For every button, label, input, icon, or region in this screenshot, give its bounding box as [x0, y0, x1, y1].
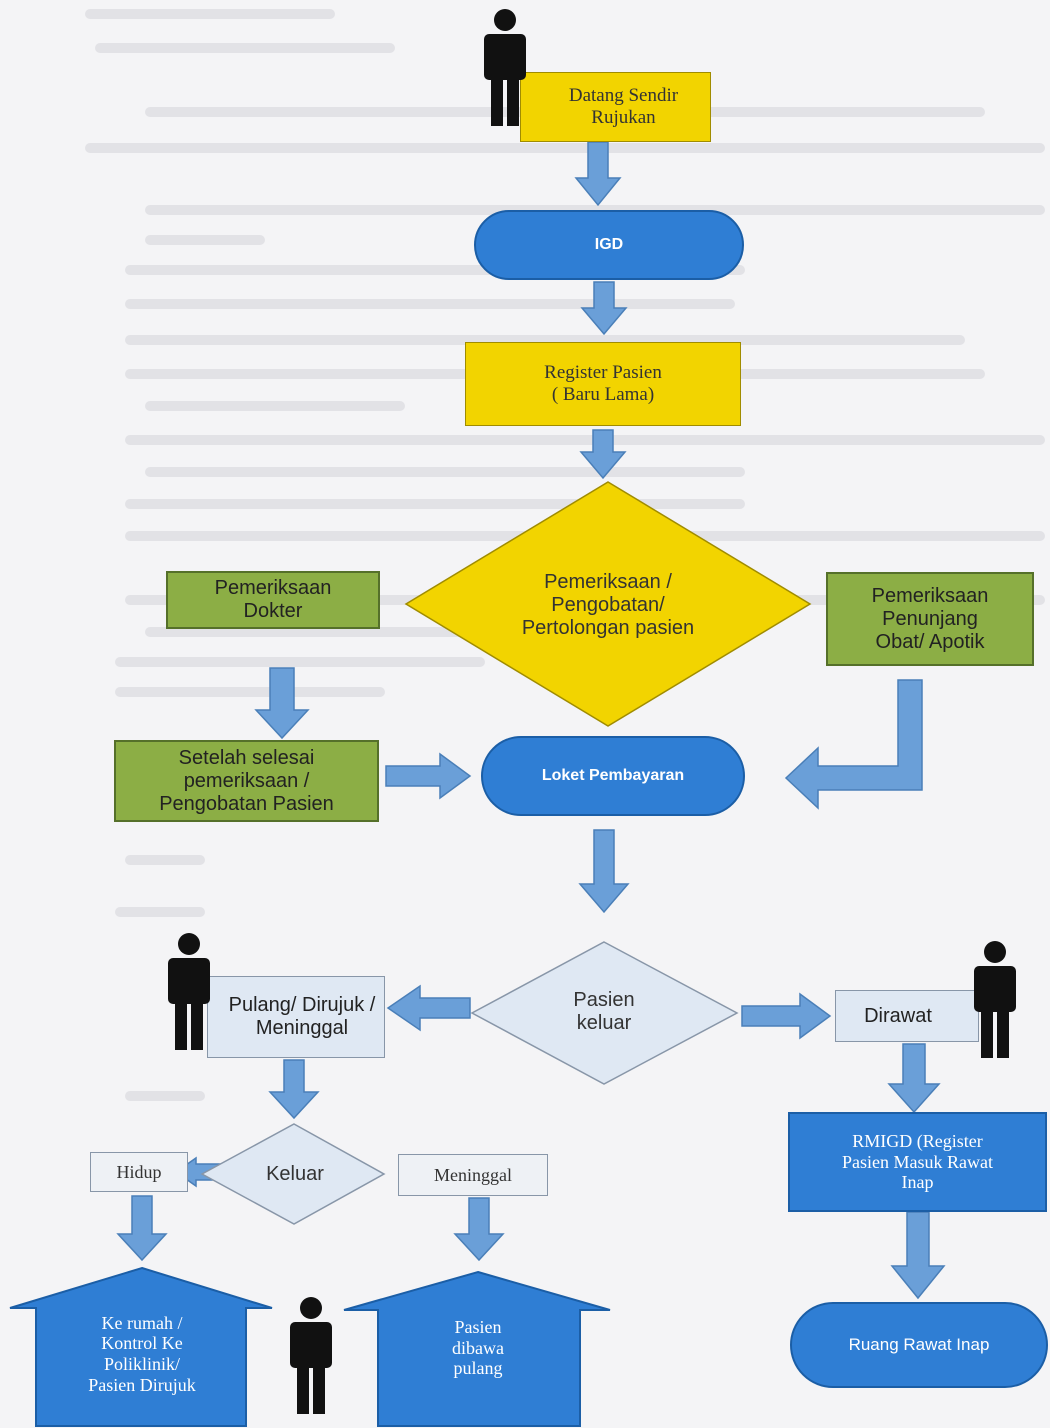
inpatient-room-node: Ruang Rawat Inap — [790, 1302, 1048, 1388]
arrow-hidup-to-home — [116, 1195, 168, 1262]
start-node: Datang Sendir Rujukan — [520, 72, 711, 142]
arrow-doctor-to-after-exam — [254, 667, 310, 740]
taken-home-label: Pasien dibawa pulang — [452, 1316, 504, 1379]
taken-home-house — [343, 1270, 611, 1427]
keluar-diamond — [200, 1123, 386, 1225]
after-exam-node: Setelah selesai pemeriksaan / Pengobatan… — [114, 740, 379, 822]
person-icon — [484, 9, 526, 126]
dead-node: Meninggal — [398, 1154, 548, 1196]
arrow-meninggal-to-pulang — [453, 1197, 505, 1262]
patient-exit-diamond — [470, 941, 739, 1085]
person-icon — [290, 1297, 332, 1414]
igd-node: IGD — [474, 210, 744, 280]
arrow-dirawat-to-rmigd — [887, 1043, 941, 1114]
person-icon — [168, 933, 210, 1050]
arrow-support-to-payment — [784, 679, 923, 810]
home-control-house — [9, 1266, 273, 1427]
arrow-exit-to-dirawat — [741, 992, 832, 1040]
doctor-exam-node: Pemeriksaan Dokter — [166, 571, 380, 629]
arrow-after-exam-to-payment — [385, 752, 472, 800]
alive-node: Hidup — [90, 1152, 188, 1192]
arrow-home-to-keluar — [268, 1059, 320, 1120]
arrow-payment-to-exit — [578, 829, 630, 914]
arrow-rmigd-to-inpatient — [890, 1211, 946, 1300]
rmigd-node: RMIGD (Register Pasien Masuk Rawat Inap — [788, 1112, 1047, 1212]
arrow-register-to-decision — [579, 429, 627, 480]
arrow-exit-to-home — [386, 984, 471, 1032]
keluar-label: Keluar — [266, 1162, 324, 1185]
hospitalized-node: Dirawat — [835, 990, 979, 1042]
home-referred-dead-node: Pulang/ Dirujuk / Meninggal — [207, 976, 385, 1058]
arrow-igd-to-register — [580, 281, 628, 336]
arrow-start-to-igd — [574, 141, 622, 207]
register-node: Register Pasien ( Baru Lama) — [465, 342, 741, 426]
decision-treatment-diamond — [404, 481, 812, 727]
support-exam-node: Pemeriksaan Penunjang Obat/ Apotik — [826, 572, 1034, 666]
decision-treatment-label: Pemeriksaan / Pengobatan/ Pertolongan pa… — [521, 570, 695, 639]
patient-exit-label: Pasien keluar — [573, 989, 635, 1034]
payment-node: Loket Pembayaran — [481, 736, 745, 816]
person-icon — [974, 941, 1016, 1058]
home-control-label: Ke rumah / Kontrol Ke Poliklinik/ Pasien… — [88, 1312, 196, 1395]
